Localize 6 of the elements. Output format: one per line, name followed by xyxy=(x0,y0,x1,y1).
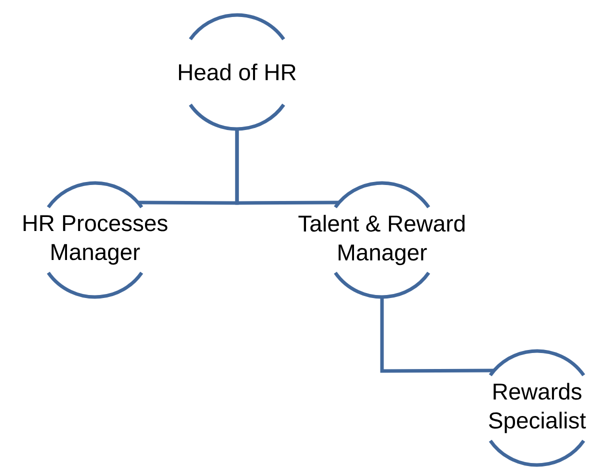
circle-node: Head of HR xyxy=(179,13,296,131)
circle-node: HR Processes Manager xyxy=(24,181,168,299)
circle-node: Talent & Reward Manager xyxy=(298,181,465,299)
circle-node: Rewards Specialist xyxy=(488,349,586,467)
connector xyxy=(235,129,339,205)
connector xyxy=(380,297,494,373)
